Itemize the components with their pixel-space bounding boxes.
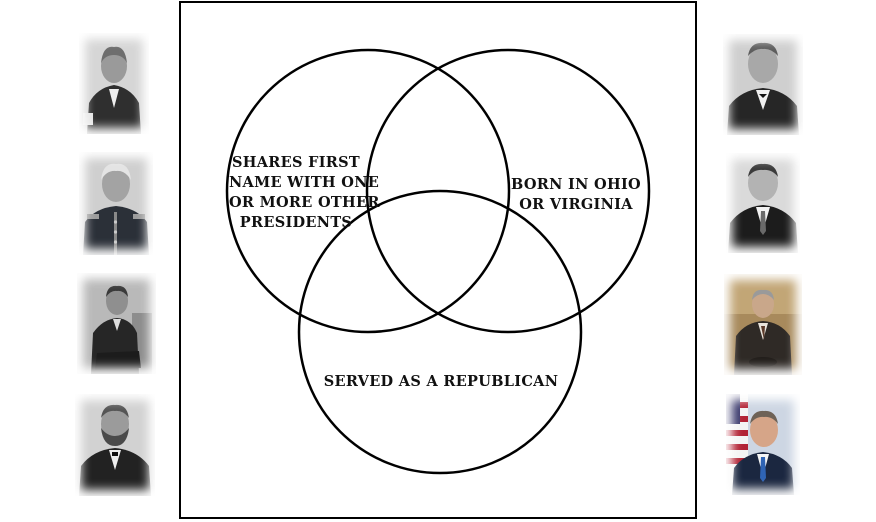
portrait-flag-man-icon (726, 394, 800, 495)
venn-label-line: BORN IN OHIO (511, 176, 641, 193)
portrait-bearded-man-icon (75, 394, 155, 496)
portrait-military-man-icon (79, 152, 153, 255)
venn-label-line: NAME WITH ONE (229, 174, 380, 191)
venn-diagram-frame: SHARES FIRST NAME WITH ONE OR MORE OTHER… (179, 1, 697, 519)
venn-label-set-c: SERVED AS A REPUBLICAN (321, 372, 561, 392)
portrait-left-3 (77, 273, 156, 374)
portrait-right-3 (724, 274, 802, 375)
portrait-left-1 (79, 33, 149, 134)
venn-label-line: SHARES FIRST (231, 154, 361, 171)
portrait-stern-man-icon (723, 34, 803, 135)
portrait-suited-man-icon (726, 153, 800, 253)
portrait-right-2 (726, 153, 800, 253)
portrait-left-2 (79, 152, 153, 255)
portrait-right-4 (726, 394, 800, 495)
portrait-seated-man-icon (77, 273, 156, 374)
portrait-left-4 (75, 394, 155, 496)
portrait-seated-color-man-icon (724, 274, 802, 375)
venn-label-set-a: SHARES FIRST NAME WITH ONE OR MORE OTHER… (229, 153, 380, 233)
portrait-bald-man-icon (79, 33, 149, 134)
venn-label-line: OR VIRGINIA (519, 196, 633, 213)
venn-circle-born-ohio-virginia (365, 48, 651, 334)
venn-circle-republican (297, 189, 583, 475)
venn-label-line: OR MORE OTHER (229, 194, 380, 211)
venn-label-set-b: BORN IN OHIO OR VIRGINIA (511, 175, 641, 215)
venn-label-line: PRESIDENTS (239, 214, 353, 231)
portrait-right-1 (723, 34, 803, 135)
venn-circle-shares-first-name (225, 48, 511, 334)
venn-diagram (225, 48, 651, 475)
venn-label-line: SERVED AS A REPUBLICAN (323, 373, 559, 390)
